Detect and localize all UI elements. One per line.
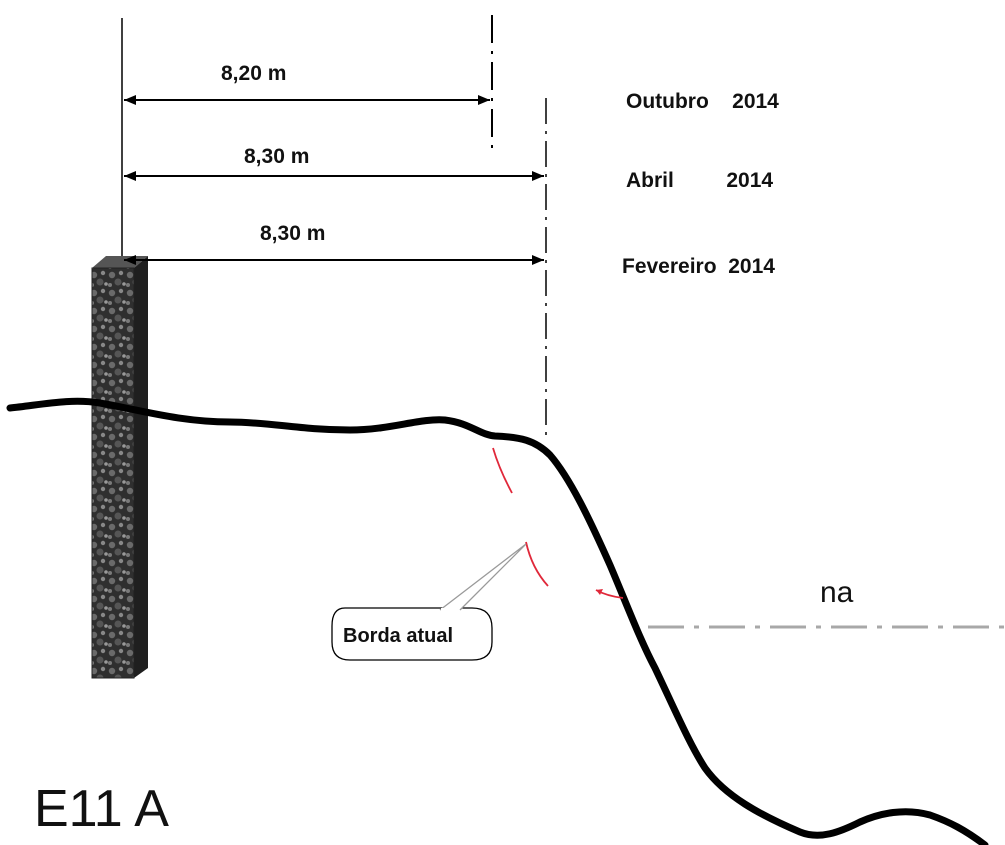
distance-label-fevereiro: 8,30 m xyxy=(260,222,325,245)
distance-label-outubro: 8,20 m xyxy=(221,62,286,85)
section-label: E11 A xyxy=(34,780,169,838)
water-level-label: na xyxy=(820,576,854,609)
distance-label-abril: 8,30 m xyxy=(244,145,309,168)
current-edge-callout: Borda atual xyxy=(331,543,527,661)
dimension-arrow-3 xyxy=(124,255,544,265)
dimension-arrow-2 xyxy=(124,171,544,181)
dimension-arrow-1 xyxy=(124,95,490,105)
terrain-profile xyxy=(6,397,989,845)
date-label-abril: Abril 2014 xyxy=(626,169,773,192)
callout-label: Borda atual xyxy=(343,625,453,647)
eroded-edge-marks xyxy=(492,447,624,599)
date-label-fevereiro: Fevereiro 2014 xyxy=(622,255,775,278)
date-label-outubro: Outubro 2014 xyxy=(626,90,779,113)
reference-post xyxy=(91,256,148,679)
